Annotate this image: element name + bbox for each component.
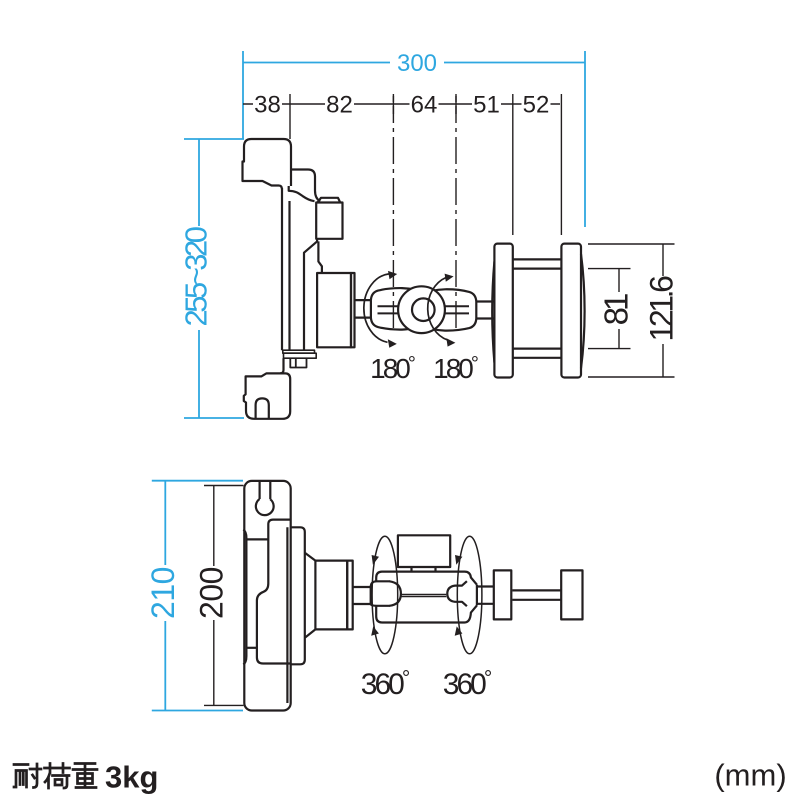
svg-text:121.6: 121.6 (644, 276, 680, 342)
svg-text:64: 64 (411, 92, 438, 119)
svg-text:3kg: 3kg (105, 760, 158, 795)
svg-text:51: 51 (473, 92, 500, 119)
svg-text:81: 81 (598, 294, 635, 325)
svg-text:200: 200 (194, 567, 230, 619)
svg-text:(mm): (mm) (714, 758, 786, 793)
svg-text:52: 52 (523, 92, 550, 119)
svg-text:82: 82 (326, 92, 353, 119)
svg-text:300: 300 (397, 50, 437, 77)
svg-text:255~320: 255~320 (179, 226, 214, 326)
svg-text:38: 38 (254, 92, 281, 119)
svg-text:210: 210 (145, 567, 181, 619)
